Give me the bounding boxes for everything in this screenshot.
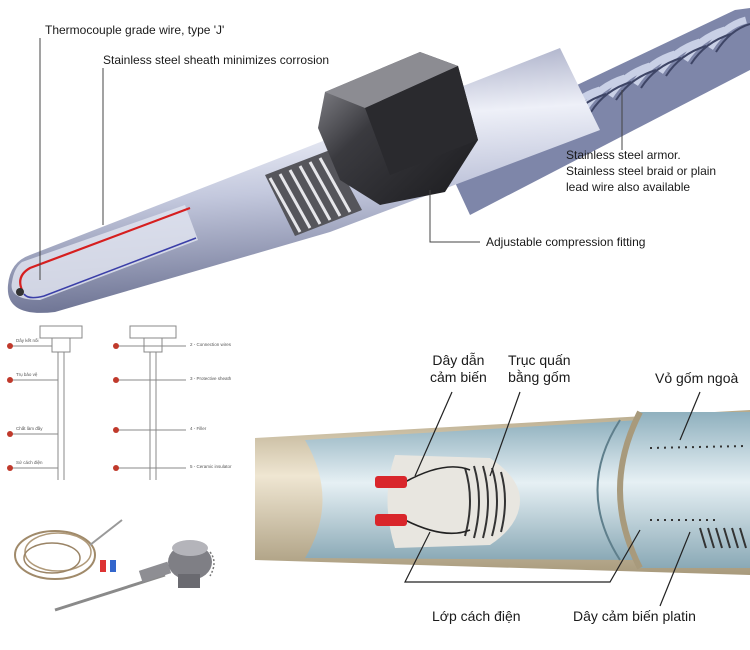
- schematic-left: [12, 325, 83, 480]
- label-sensor-wire: Dây dẫn cảm biến: [430, 352, 487, 386]
- label-thermocouple-wire: Thermocouple grade wire, type 'J': [45, 23, 225, 37]
- label-ceramic-core-line-1: Trục quấn: [508, 352, 571, 368]
- label-platinum-wire: Dây cảm biến platin: [573, 608, 696, 624]
- schematic-right-label-4: 5 - Ceramic insulator: [190, 464, 232, 469]
- lead-wire-red-2: [375, 514, 407, 526]
- steel-armor: [440, 8, 750, 215]
- schematic-left-label-3: Chất làm đầy: [16, 426, 43, 431]
- product-photo: [14, 519, 215, 612]
- label-sensor-wire-line-1: Dây dẫn: [432, 352, 485, 368]
- label-armor-line-2: Stainless steel braid or plain: [566, 164, 717, 178]
- label-sensor-wire-line-2: cảm biến: [430, 369, 487, 385]
- faded-title-strip: [310, 313, 640, 319]
- core-winding: [464, 465, 506, 539]
- callout-lines: [404, 391, 701, 607]
- label-armor-line-3: lead wire also available: [566, 180, 691, 194]
- schematic-left-label-1: Dây kết nối: [16, 338, 39, 343]
- label-insulation: Lớp cách điện: [432, 608, 521, 624]
- label-armor: Stainless steel armor. Stainless steel b…: [566, 147, 716, 195]
- schematic-right-label-2: 3 - Protective sheath: [190, 376, 232, 381]
- label-compression-fitting: Adjustable compression fitting: [486, 235, 646, 249]
- schematic-right-label-3: 4 - Filler: [190, 426, 207, 431]
- schematic-right-label-1: 2 - Connection wires: [190, 342, 232, 347]
- schematic-left-label-4: Sứ cách điện: [16, 460, 43, 465]
- schematic-left-markers: [7, 343, 13, 471]
- label-armor-line-1: Stainless steel armor.: [566, 148, 681, 162]
- label-ceramic-core: Trục quấn bằng gốm: [508, 352, 571, 386]
- schematic-right: [118, 325, 186, 480]
- schematic-right-markers: [113, 343, 119, 471]
- label-ceramic-core-line-2: bằng gốm: [508, 369, 571, 385]
- label-sheath: Stainless steel sheath minimizes corrosi…: [103, 53, 330, 67]
- label-outer-shell: Vỏ gốm ngoà: [655, 370, 739, 386]
- schematic-left-label-2: Trụ bảo vệ: [16, 372, 38, 377]
- lead-wire-red-1: [375, 476, 407, 488]
